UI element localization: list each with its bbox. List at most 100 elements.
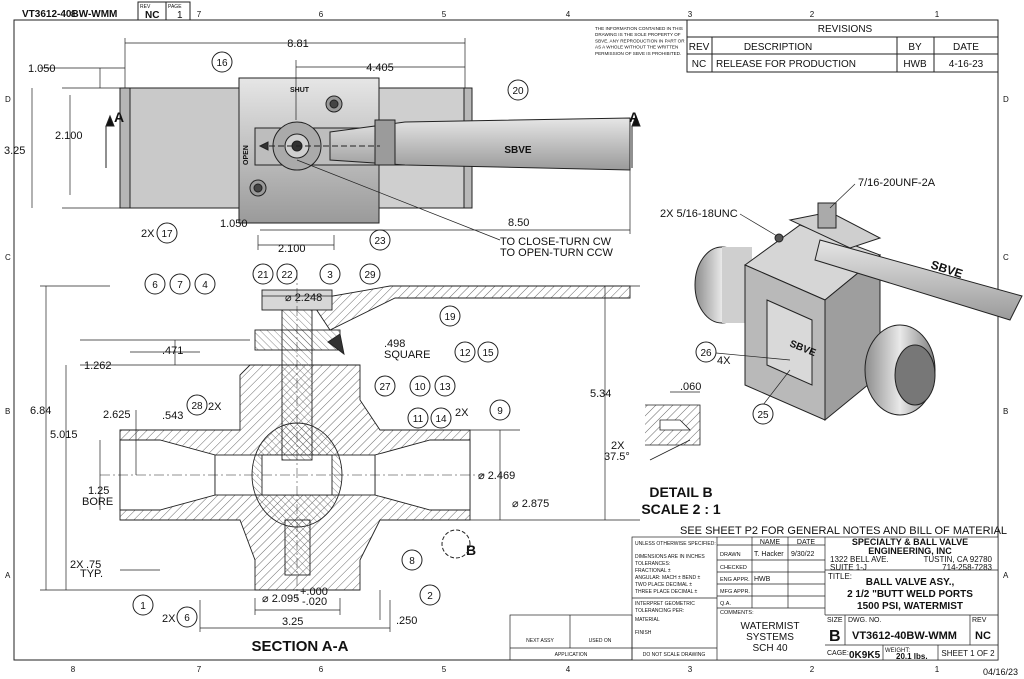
zone-col-top-5: 5 [442, 10, 447, 19]
svg-text:6: 6 [184, 613, 190, 624]
proprietary-line: AS A WHOLE WITHOUT THE WRITTEN [595, 45, 678, 50]
tb-dwg-no-label: DWG. NO. [848, 617, 881, 624]
top-bar: VT3612-40BW-WMM REV NC PAGE 1 [22, 1, 191, 21]
dim-overall-length: 8.81 [287, 38, 308, 50]
tb-title-2: 2 1/2 "BUTT WELD PORTS [847, 589, 973, 600]
tb-app-2: SYSTEMS [746, 632, 794, 643]
zone-col-bottom-4: 4 [566, 665, 571, 674]
section-handle [309, 285, 631, 331]
dim-tol-plus: +.000 [300, 586, 328, 598]
dim-top-height: 3.25 [4, 145, 25, 157]
detail-b-title: DETAIL B [649, 484, 712, 500]
sheet-border [13, 19, 999, 661]
balloon-12: 12 [454, 341, 476, 363]
dim-mid-h: 2.625 [103, 409, 131, 421]
balloon-14: 14 [430, 407, 452, 429]
zone-row-left-B: B [5, 407, 10, 416]
svg-text:9: 9 [497, 406, 503, 417]
top-page: 1 [177, 10, 183, 21]
tolerance-line: INTERPRET GEOMETRIC [635, 601, 695, 607]
balloon-11: 11 [407, 407, 429, 429]
tolerance-line: FRACTIONAL ± [635, 568, 671, 574]
tolerance-line: DIMENSIONS ARE IN INCHES [635, 554, 705, 560]
tb-next-assy: NEXT ASSY [526, 638, 554, 644]
proprietary-line: DRAWING IS THE SOLE PROPERTY OF [595, 32, 681, 37]
svg-text:6: 6 [152, 280, 158, 291]
dim-stem-h: .471 [162, 345, 183, 357]
dim-square-label: SQUARE [384, 349, 430, 361]
balloon-6: 6 [176, 606, 198, 628]
svg-text:1: 1 [140, 601, 146, 612]
zone-col-top-7: 7 [197, 10, 202, 19]
detail-b-angle-qty: 2X [611, 440, 625, 452]
tb-cage: 0K9K5 [849, 650, 881, 661]
zone-col-top-2: 2 [810, 10, 815, 19]
svg-text:3: 3 [327, 270, 333, 281]
dim-top-offset: 1.050 [28, 63, 56, 75]
proprietary-line: PERMISSION OF SBVE IS PROHIBITED. [595, 51, 681, 56]
svg-text:10: 10 [414, 382, 426, 393]
balloon-3: 3 [319, 263, 341, 285]
dim-weld-len: .75 [86, 559, 101, 571]
tolerance-line: MATERIAL [635, 617, 660, 623]
note-open: TO OPEN-TURN CCW [500, 247, 613, 259]
balloon-17: 17 [156, 222, 178, 244]
zone-col-bottom-6: 6 [319, 665, 324, 674]
balloon-13: 13 [434, 375, 456, 397]
rev-header-date: DATE [953, 42, 979, 53]
svg-text:8: 8 [409, 556, 415, 567]
balloon-20: 20 [507, 79, 529, 101]
svg-text:27: 27 [379, 382, 391, 393]
detail-b-scale: SCALE 2 : 1 [641, 501, 721, 517]
zone-row-right-C: C [1003, 253, 1009, 262]
balloon-23: 23 [369, 229, 391, 251]
zone-col-bottom-2: 2 [810, 665, 815, 674]
tb-role: MFG APPR. [720, 589, 750, 595]
balloon-2: 2 [419, 584, 441, 606]
balloon-7: 7 [169, 273, 191, 295]
tolerance-line: TOLERANCING PER: [635, 608, 684, 614]
tb-no-scale: DO NOT SCALE DRAWING [643, 652, 706, 658]
top-dwg-number: VT3612-40BW-WMM [22, 9, 117, 20]
dim-mid-off: .543 [162, 410, 183, 422]
tb-title-1: BALL VALVE ASY., [866, 577, 955, 588]
dim-ball-dia: ⌀ 2.469 [478, 470, 515, 482]
tolerance-notes: UNLESS OTHERWISE SPECIFIED:DIMENSIONS AR… [635, 541, 716, 636]
dim-stem-top: 1.262 [84, 360, 112, 372]
top-page-label: PAGE [168, 4, 182, 10]
rev-header-by: BY [908, 42, 922, 53]
tb-name-header: NAME [760, 539, 781, 546]
balloon-26-qty: 4X [717, 355, 731, 367]
dim-bottom-width: 2.100 [278, 243, 306, 255]
tolerance-line: TOLERANCES: [635, 561, 670, 567]
tb-phone: 714-258-7283 [942, 563, 992, 572]
dim-bottom-offset: 1.050 [220, 218, 248, 230]
dim-bore: 1.25 [88, 485, 109, 497]
svg-text:16: 16 [216, 58, 228, 69]
tb-size-label: SIZE [827, 617, 843, 624]
tb-drawn-date: 9/30/22 [791, 551, 814, 558]
svg-text:26: 26 [700, 348, 712, 359]
balloon-8: 8 [401, 549, 423, 571]
tb-role: ENG APPR. [720, 577, 750, 583]
tb-address-2: SUITE 1-J [830, 563, 867, 572]
zone-row-right-B: B [1003, 407, 1008, 416]
balloon-25: 25 [752, 403, 774, 425]
tolerance-line: THREE PLACE DECIMAL ± [635, 589, 698, 595]
qty-28: 2X [208, 401, 222, 413]
rev-header-description: DESCRIPTION [744, 42, 812, 53]
dim-base-dia: ⌀ 2.095 [262, 593, 299, 605]
zone-col-bottom-3: 3 [688, 665, 693, 674]
dim-weld-qty: 2X [70, 559, 84, 571]
detail-b-chamfer: .060 [680, 381, 701, 393]
dim-top-width: 2.100 [55, 130, 83, 142]
tb-app-1: WATERMIST [741, 621, 800, 632]
tb-drawn-name: T. Hacker [754, 551, 784, 558]
dim-base-w: 3.25 [282, 616, 303, 628]
tb-role: COMMENTS: [720, 610, 754, 616]
tb-address-1: 1322 BELL AVE. [830, 555, 889, 564]
dim-square: .498 [384, 338, 405, 350]
top-view-dim-lines [31, 38, 631, 250]
